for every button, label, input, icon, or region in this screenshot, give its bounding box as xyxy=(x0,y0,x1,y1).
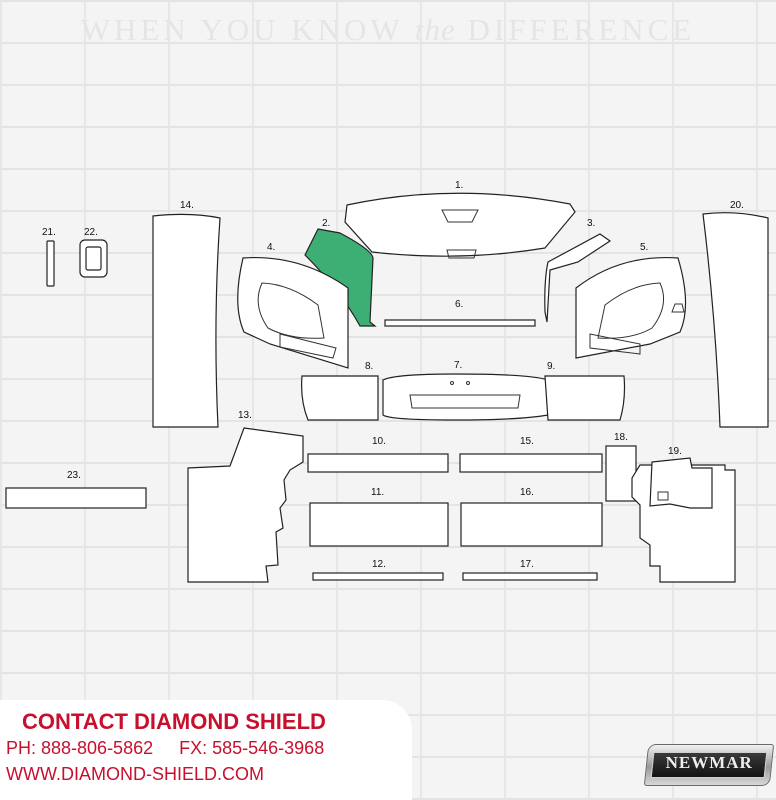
part-1-windshield[interactable]: 1. xyxy=(344,180,576,259)
logo-text: NEWMAR xyxy=(665,753,753,772)
part-14-tall-panel[interactable]: 14. xyxy=(152,200,221,428)
part-8-label: 8. xyxy=(365,361,373,372)
tagline-before: WHEN YOU KNOW xyxy=(80,12,404,47)
tagline: WHEN YOU KNOW the DIFFERENCE xyxy=(0,12,776,48)
part-6-strip[interactable]: 6. xyxy=(384,299,536,327)
contact-heading: CONTACT DIAMOND SHIELD xyxy=(22,709,326,734)
contact-website[interactable]: WWW.DIAMOND-SHIELD.COM xyxy=(6,764,264,784)
part-21-bar[interactable]: 21. xyxy=(42,227,56,287)
part-9-label: 9. xyxy=(547,361,555,372)
part-7-label: 7. xyxy=(454,360,462,371)
part-9-lower-cap[interactable]: 9. xyxy=(544,361,626,421)
newmar-logo: NEWMAR xyxy=(643,744,775,786)
part-16-label: 16. xyxy=(520,487,534,498)
part-11-panel[interactable]: 11. xyxy=(309,487,449,547)
contact-phone: PH: 888-806-5862 xyxy=(6,738,154,758)
part-7-center-cap[interactable]: 7. xyxy=(382,360,549,421)
part-23-label: 23. xyxy=(67,470,81,481)
part-17-label: 17. xyxy=(520,559,534,570)
part-10-strip[interactable]: 10. xyxy=(307,436,449,473)
part-5-corner-cap[interactable]: 5. xyxy=(575,242,687,359)
part-2-label: 2. xyxy=(322,218,330,229)
part-13-side-panel[interactable]: 13. xyxy=(187,410,304,583)
part-14-label: 14. xyxy=(180,200,194,211)
part-10-label: 10. xyxy=(372,436,386,447)
contact-phone-line: PH: 888-806-5862 FX: 585-546-3968 xyxy=(6,738,324,759)
part-3-label: 3. xyxy=(587,218,595,229)
part-13-label: 13. xyxy=(238,410,252,421)
part-23-long-strip[interactable]: 23. xyxy=(5,470,147,509)
part-4-label: 4. xyxy=(267,242,275,253)
part-18-label: 18. xyxy=(614,432,628,443)
part-12-strip[interactable]: 12. xyxy=(312,559,444,581)
part-16-panel[interactable]: 16. xyxy=(460,487,603,547)
part-15-label: 15. xyxy=(520,436,534,447)
part-3-pillar[interactable]: 3. xyxy=(544,218,612,323)
part-17-strip[interactable]: 17. xyxy=(462,559,598,581)
part-12-label: 12. xyxy=(372,559,386,570)
part-8-lower-cap[interactable]: 8. xyxy=(301,361,379,421)
tagline-italic: the xyxy=(414,12,456,47)
part-5-label: 5. xyxy=(640,242,648,253)
tagline-after: DIFFERENCE xyxy=(467,12,696,47)
part-1-label: 1. xyxy=(455,180,463,191)
part-22-label: 22. xyxy=(84,227,98,238)
part-19-cutout[interactable]: 19. xyxy=(649,446,713,509)
contact-panel: CONTACT DIAMOND SHIELD PH: 888-806-5862 F… xyxy=(0,700,412,800)
part-4-corner-cap[interactable]: 4. xyxy=(237,242,349,369)
part-20-tall-panel[interactable]: 20. xyxy=(702,200,769,428)
part-22-ring[interactable]: 22. xyxy=(79,227,108,278)
part-19-label: 19. xyxy=(668,446,682,457)
contact-fax: FX: 585-546-3968 xyxy=(179,738,325,758)
part-15-strip[interactable]: 15. xyxy=(459,436,603,473)
part-6-label: 6. xyxy=(455,299,463,310)
part-21-label: 21. xyxy=(42,227,56,238)
part-11-label: 11. xyxy=(371,487,384,498)
part-20-label: 20. xyxy=(730,200,744,211)
